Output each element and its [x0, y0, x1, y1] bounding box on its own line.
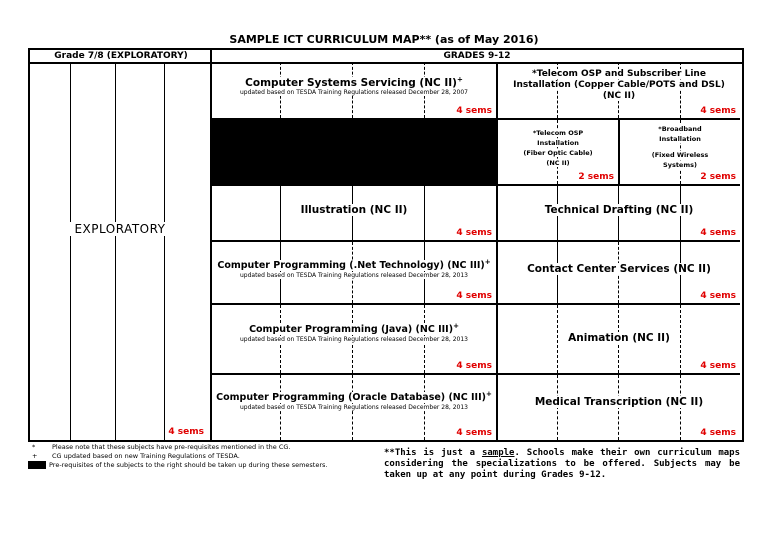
subject-telecom-osp-fiber: *Telecom OSP Installation (Fiber Optic C…	[498, 120, 618, 186]
subject-computer-systems-servicing: Computer Systems Servicing (NC II)+ upda…	[212, 62, 496, 120]
subject-computer-programming-oracle: Computer Programming (Oracle Database) (…	[212, 375, 496, 440]
exploratory-sems: 4 sems	[168, 427, 204, 437]
subject-title: Illustration (NC II)	[297, 204, 411, 216]
sems-label: 4 sems	[700, 228, 736, 238]
subject-illustration: Illustration (NC II) 4 sems	[212, 186, 496, 242]
sems-label: 4 sems	[456, 106, 492, 116]
sems-label: 4 sems	[456, 291, 492, 301]
subject-computer-programming-java: Computer Programming (Java) (NC III)+ up…	[212, 305, 496, 375]
subject-title: Computer Programming (Oracle Database) (…	[216, 392, 486, 404]
subject-subtitle: updated based on TESDA Training Regulati…	[239, 272, 469, 279]
subject-title: Computer Systems Servicing (NC II)	[245, 76, 457, 89]
subject-animation: Animation (NC II) 4 sems	[498, 305, 740, 375]
subject-title: Technical Drafting (NC II)	[541, 204, 697, 216]
sems-label: 4 sems	[456, 228, 492, 238]
footnote-plus: +CG updated based on new Training Regula…	[32, 452, 240, 460]
prerequisite-black-block	[212, 120, 496, 186]
subject-title: Contact Center Services (NC II)	[524, 263, 714, 275]
subject-subtitle: updated based on TESDA Training Regulati…	[239, 336, 469, 343]
subject-technical-drafting: Technical Drafting (NC II) 4 sems	[498, 186, 740, 242]
subject-medical-transcription: Medical Transcription (NC II) 4 sems	[498, 375, 740, 440]
subject-title: Computer Programming (.Net Technology) (…	[217, 260, 485, 272]
sample-note: **This is just a sample. Schools make th…	[384, 448, 740, 480]
subject-broadband-installation: *Broadband Installation (Fixed Wireless …	[620, 120, 740, 186]
sems-label: 4 sems	[456, 428, 492, 438]
subject-contact-center-services: Contact Center Services (NC II) 4 sems	[498, 242, 740, 305]
sems-label: 4 sems	[700, 291, 736, 301]
subject-subtitle: updated based on TESDA Training Regulati…	[239, 89, 469, 96]
sems-label: 2 sems	[700, 172, 736, 182]
subject-subtitle: updated based on TESDA Training Regulati…	[239, 404, 469, 411]
footnote-black-block: Pre-requisites of the subjects to the ri…	[28, 461, 327, 469]
sems-label: 4 sems	[700, 106, 736, 116]
subject-title: Computer Programming (Java) (NC III)	[249, 324, 454, 336]
footnote-star: *Please note that these subjects have pr…	[32, 443, 291, 451]
subject-title: Medical Transcription (NC II)	[531, 396, 707, 408]
header-grades-9-12: GRADES 9-12	[210, 48, 744, 64]
sems-label: 4 sems	[456, 361, 492, 371]
exploratory-label: EXPLORATORY	[74, 222, 166, 236]
subject-title: Animation (NC II)	[565, 332, 673, 344]
subject-telecom-osp-subscriber: *Telecom OSP and Subscriber Line Install…	[498, 62, 740, 120]
sems-label: 4 sems	[700, 361, 736, 371]
legend-black-swatch	[28, 461, 46, 469]
header-grade-7-8: Grade 7/8 (EXPLORATORY)	[28, 48, 212, 64]
sems-label: 2 sems	[578, 172, 614, 182]
sems-label: 4 sems	[700, 428, 736, 438]
exploratory-column: EXPLORATORY 4 sems	[30, 62, 210, 440]
curriculum-table-frame	[28, 62, 744, 442]
page-title: SAMPLE ICT CURRICULUM MAP** (as of May 2…	[229, 33, 539, 46]
subject-computer-programming-net: Computer Programming (.Net Technology) (…	[212, 242, 496, 305]
